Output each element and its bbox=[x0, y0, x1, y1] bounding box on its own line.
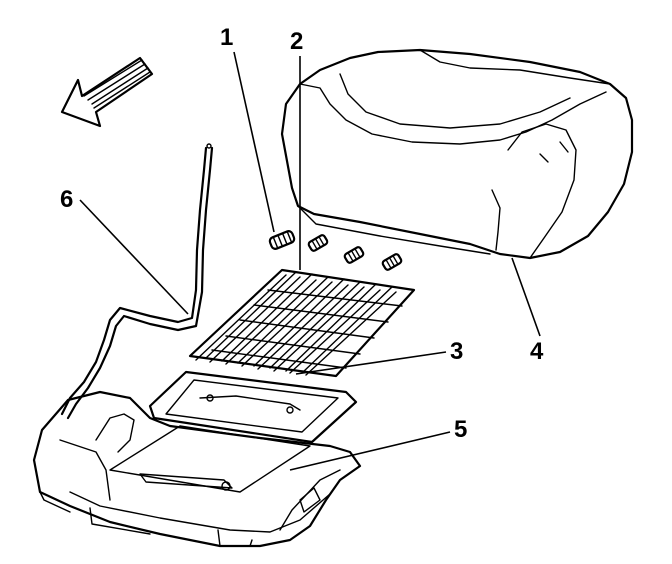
callout-3: 3 bbox=[450, 338, 464, 365]
seat-pan bbox=[32, 390, 362, 548]
cable bbox=[60, 143, 214, 420]
callout-6: 6 bbox=[60, 186, 74, 213]
callout-5: 5 bbox=[454, 416, 468, 443]
leader-lines bbox=[79, 51, 541, 471]
seat-cushion bbox=[280, 48, 634, 260]
seat-frame bbox=[148, 370, 358, 444]
callout-1: 1 bbox=[220, 24, 234, 51]
direction-arrow-icon bbox=[60, 56, 154, 128]
spring-clips bbox=[268, 230, 403, 271]
callout-2: 2 bbox=[290, 28, 304, 55]
spring-grid bbox=[188, 268, 416, 378]
callout-4: 4 bbox=[530, 338, 544, 365]
